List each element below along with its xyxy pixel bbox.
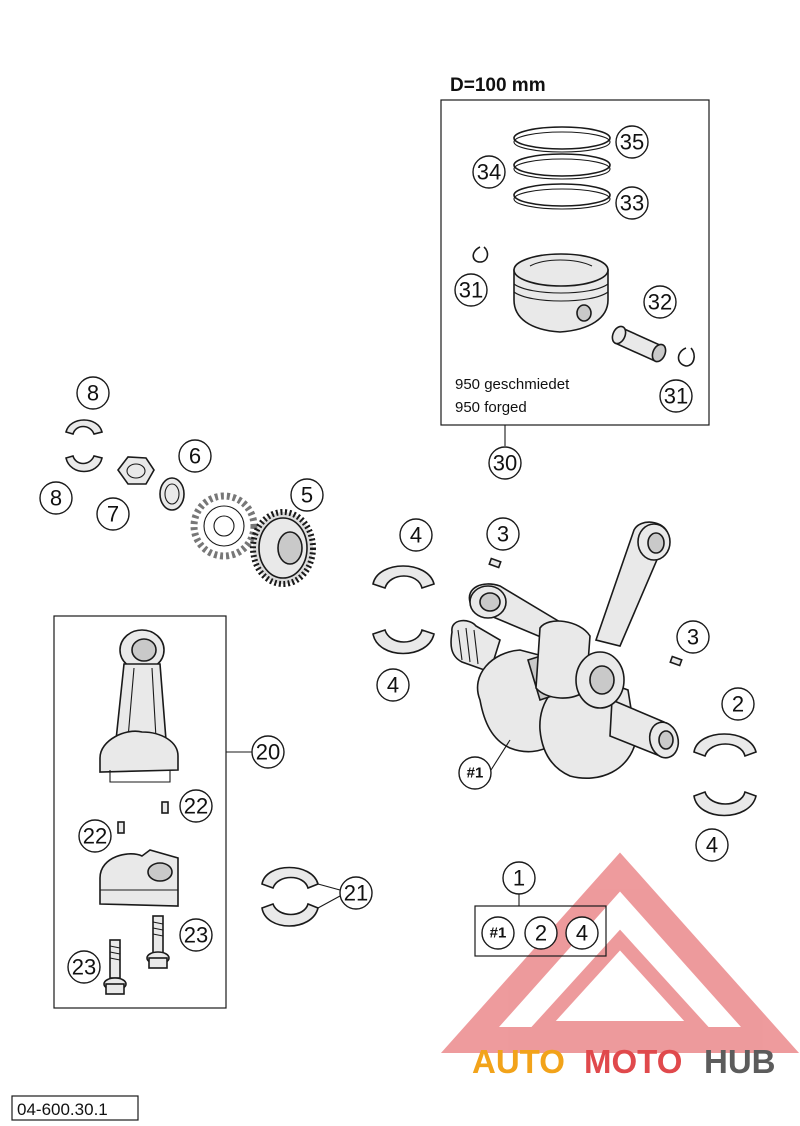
callout-4-lower: 4 bbox=[376, 668, 410, 702]
svg-text:2: 2 bbox=[732, 692, 744, 717]
note-geschmiedet: 950 geschmiedet bbox=[455, 376, 570, 393]
callout-32: 32 bbox=[643, 285, 677, 319]
dowel-pin-3-upper bbox=[488, 557, 502, 569]
svg-text:33: 33 bbox=[620, 191, 644, 216]
svg-text:34: 34 bbox=[477, 160, 501, 185]
bearing-shell-2-upper bbox=[693, 733, 757, 758]
bearing-shell-4-lower-right bbox=[693, 790, 757, 817]
figure-code: 04-600.30.1 bbox=[17, 1100, 108, 1119]
circlip-31-left bbox=[472, 246, 489, 263]
bearing-shell-21-upper bbox=[261, 866, 319, 890]
callout-7: 7 bbox=[96, 497, 130, 531]
piston bbox=[513, 253, 609, 333]
svg-text:23: 23 bbox=[184, 923, 208, 948]
svg-text:4: 4 bbox=[387, 673, 399, 698]
connecting-rod bbox=[99, 629, 179, 783]
washer-6 bbox=[159, 477, 185, 511]
svg-text:HUB: HUB bbox=[704, 1043, 776, 1080]
svg-text:MOTO: MOTO bbox=[584, 1043, 682, 1080]
kit-item-4: 4 bbox=[565, 916, 599, 950]
svg-text:3: 3 bbox=[497, 522, 509, 547]
watermark-wordmark: AUTO MOTO HUB bbox=[472, 1043, 776, 1080]
piston-ring-35 bbox=[513, 126, 611, 153]
circlip-31-right bbox=[677, 347, 695, 367]
callout-23-left: 23 bbox=[67, 950, 101, 984]
bearing-shell-8-upper bbox=[65, 419, 103, 435]
kit-item-2: 2 bbox=[524, 916, 558, 950]
repair-kit-box bbox=[474, 905, 607, 957]
conrod-box bbox=[53, 615, 227, 1009]
dowel-pin-3-right bbox=[669, 655, 683, 667]
callout-6: 6 bbox=[178, 439, 212, 473]
callout-31-left: 31 bbox=[454, 273, 488, 307]
callout-22-left: 22 bbox=[78, 819, 112, 853]
conrod-bolt-23-right bbox=[146, 915, 170, 969]
piston-ring-33 bbox=[513, 183, 611, 210]
callout-4-right: 4 bbox=[695, 828, 729, 862]
svg-text:20: 20 bbox=[256, 740, 280, 765]
svg-text:3: 3 bbox=[687, 625, 699, 650]
callout-3-right: 3 bbox=[676, 620, 710, 654]
conrod-bolt-23-left bbox=[103, 939, 127, 995]
conrod-cap bbox=[99, 849, 179, 907]
bearing-shell-8-lower bbox=[65, 455, 103, 473]
svg-text:8: 8 bbox=[50, 486, 62, 511]
svg-text:4: 4 bbox=[706, 833, 718, 858]
svg-text:#1: #1 bbox=[490, 925, 507, 942]
figure-code-box bbox=[11, 1095, 139, 1121]
callout-20: 20 bbox=[251, 735, 285, 769]
sleeve-pin-22-left bbox=[117, 821, 125, 834]
svg-text:6: 6 bbox=[189, 444, 201, 469]
callout-34: 34 bbox=[472, 155, 506, 189]
svg-text:8: 8 bbox=[87, 381, 99, 406]
callout-3-upper: 3 bbox=[486, 517, 520, 551]
callout-23-right: 23 bbox=[179, 918, 213, 952]
svg-text:7: 7 bbox=[107, 502, 119, 527]
callout-5: 5 bbox=[290, 478, 324, 512]
callout-1: 1 bbox=[502, 861, 536, 895]
piston-ring-34 bbox=[513, 153, 611, 180]
bearing-shell-4-upper bbox=[372, 565, 435, 590]
gear-5 bbox=[250, 509, 316, 587]
hex-nut-7 bbox=[117, 456, 155, 485]
sprocket-gear bbox=[190, 492, 258, 560]
bearing-shell-4-lower bbox=[372, 628, 435, 655]
svg-text:#1: #1 bbox=[467, 765, 484, 782]
callout-33: 33 bbox=[615, 186, 649, 220]
callout-30: 30 bbox=[488, 446, 522, 480]
svg-text:30: 30 bbox=[493, 451, 517, 476]
callout-22-right: 22 bbox=[179, 789, 213, 823]
callout-8-upper: 8 bbox=[76, 376, 110, 410]
crankshaft-assembly bbox=[450, 521, 680, 780]
svg-text:4: 4 bbox=[410, 523, 422, 548]
callout-crankshaft: #1 bbox=[458, 756, 492, 790]
svg-text:5: 5 bbox=[301, 483, 313, 508]
svg-text:31: 31 bbox=[459, 278, 483, 303]
svg-text:35: 35 bbox=[620, 130, 644, 155]
svg-text:23: 23 bbox=[72, 955, 96, 980]
piston-kit-title: D=100 mm bbox=[450, 75, 546, 96]
piston-kit-box bbox=[440, 99, 710, 426]
bearing-shell-21-lower bbox=[261, 902, 319, 927]
svg-text:22: 22 bbox=[184, 794, 208, 819]
note-forged: 950 forged bbox=[455, 399, 527, 416]
kit-item-crankshaft: #1 bbox=[481, 916, 515, 950]
callout-8-lower: 8 bbox=[39, 481, 73, 515]
svg-text:4: 4 bbox=[576, 921, 588, 946]
svg-text:32: 32 bbox=[648, 290, 672, 315]
callout-35: 35 bbox=[615, 125, 649, 159]
svg-text:21: 21 bbox=[344, 881, 368, 906]
callout-4-upper: 4 bbox=[399, 518, 433, 552]
svg-text:1: 1 bbox=[513, 866, 525, 891]
sleeve-pin-22-right bbox=[161, 801, 169, 814]
svg-text:31: 31 bbox=[664, 384, 688, 409]
piston-pin bbox=[611, 325, 667, 363]
svg-text:AUTO: AUTO bbox=[472, 1043, 565, 1080]
svg-text:22: 22 bbox=[83, 824, 107, 849]
callout-31-right: 31 bbox=[659, 379, 693, 413]
callout-21: 21 bbox=[339, 876, 373, 910]
svg-text:2: 2 bbox=[535, 921, 547, 946]
callout-2: 2 bbox=[721, 687, 755, 721]
